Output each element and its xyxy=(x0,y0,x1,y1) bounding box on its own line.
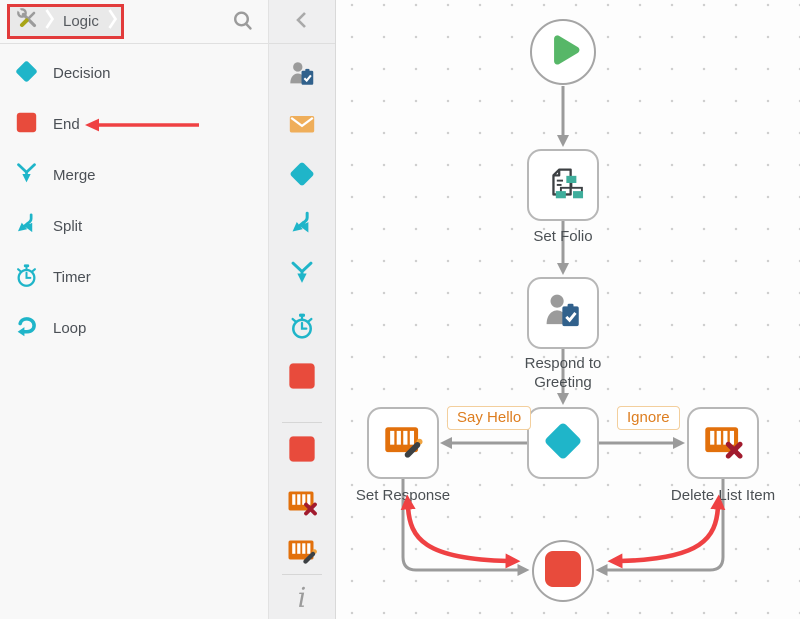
sidebar-item-timer[interactable]: Timer xyxy=(0,252,268,303)
toolbox-header: Logic xyxy=(0,0,268,44)
decision-icon xyxy=(13,58,40,90)
chevron-right-icon xyxy=(108,8,117,35)
toolbox-sidebar: Logic Decision xyxy=(0,0,269,619)
start-node[interactable] xyxy=(530,19,596,85)
set-folio-node[interactable] xyxy=(527,149,599,221)
sidebar-item-label: End xyxy=(53,116,80,133)
split-icon xyxy=(287,209,317,242)
info-icon: i xyxy=(297,582,307,614)
node-label: Delete List Item xyxy=(670,487,776,504)
timer-icon xyxy=(287,311,317,344)
branch-label-ignore[interactable]: Ignore xyxy=(617,406,680,430)
end-icon xyxy=(544,550,582,593)
search-icon xyxy=(232,10,254,35)
sidebar-item-loop[interactable]: Loop xyxy=(0,303,268,354)
sidebar-item-label: Loop xyxy=(53,320,87,337)
used-step-set-response[interactable] xyxy=(286,536,318,568)
collapse-panel-button[interactable] xyxy=(286,6,318,38)
palette-end[interactable] xyxy=(286,361,318,393)
sidebar-item-end[interactable]: End xyxy=(0,99,268,150)
user-task-icon xyxy=(287,59,317,92)
loop-icon xyxy=(13,313,40,345)
end-icon xyxy=(13,109,40,141)
chevron-left-icon xyxy=(293,10,311,33)
palette-decision[interactable] xyxy=(286,159,318,191)
strip-divider xyxy=(282,574,322,575)
end-icon xyxy=(287,434,317,467)
sidebar-item-decision[interactable]: Decision xyxy=(0,48,268,99)
used-step-end[interactable] xyxy=(286,434,318,466)
document-flow-icon xyxy=(542,162,584,209)
user-task-icon xyxy=(542,290,584,337)
node-label: Respond to Greeting xyxy=(524,355,602,391)
info-button[interactable]: i xyxy=(286,582,318,614)
list-edit-icon xyxy=(286,535,318,570)
palette-email[interactable] xyxy=(286,109,318,141)
tools-icon xyxy=(16,7,40,36)
node-label: Set Response xyxy=(355,487,451,504)
respond-to-greeting-node[interactable] xyxy=(527,277,599,349)
palette-user-task[interactable] xyxy=(286,59,318,91)
workflow-canvas[interactable]: Set Folio Respond to Greeting xyxy=(336,0,800,619)
merge-icon xyxy=(13,160,40,192)
sidebar-item-split[interactable]: Split xyxy=(0,201,268,252)
list-delete-icon xyxy=(286,486,318,521)
merge-icon xyxy=(287,258,317,291)
sidebar-item-merge[interactable]: Merge xyxy=(0,150,268,201)
list-delete-icon xyxy=(702,420,744,467)
decision-node[interactable] xyxy=(527,407,599,479)
email-icon xyxy=(287,109,317,142)
timer-icon xyxy=(13,262,40,294)
decision-icon xyxy=(287,159,317,192)
used-step-delete-list-item[interactable] xyxy=(286,487,318,519)
delete-list-item-node[interactable] xyxy=(687,407,759,479)
palette-split[interactable] xyxy=(286,209,318,241)
strip-divider xyxy=(282,422,322,423)
toolbox-item-list: Decision End Merge xyxy=(0,48,268,354)
end-node[interactable] xyxy=(532,540,594,602)
list-edit-icon xyxy=(382,420,424,467)
breadcrumb[interactable]: Logic xyxy=(7,4,124,39)
play-icon xyxy=(532,19,594,86)
node-label: Set Folio xyxy=(533,228,593,245)
sidebar-item-label: Split xyxy=(53,218,83,235)
palette-merge[interactable] xyxy=(286,258,318,290)
set-response-node[interactable] xyxy=(367,407,439,479)
branch-label-say-hello[interactable]: Say Hello xyxy=(447,406,532,430)
sidebar-item-label: Timer xyxy=(53,269,91,286)
search-button[interactable] xyxy=(231,10,255,34)
strip-header xyxy=(269,0,335,44)
step-palette-strip: i xyxy=(269,0,336,619)
sidebar-item-label: Merge xyxy=(53,167,96,184)
sidebar-item-label: Decision xyxy=(53,65,111,82)
end-icon xyxy=(287,361,317,394)
split-icon xyxy=(13,211,40,243)
chevron-right-icon xyxy=(45,8,55,35)
breadcrumb-current: Logic xyxy=(63,13,99,30)
palette-timer[interactable] xyxy=(286,311,318,343)
decision-icon xyxy=(540,418,586,469)
